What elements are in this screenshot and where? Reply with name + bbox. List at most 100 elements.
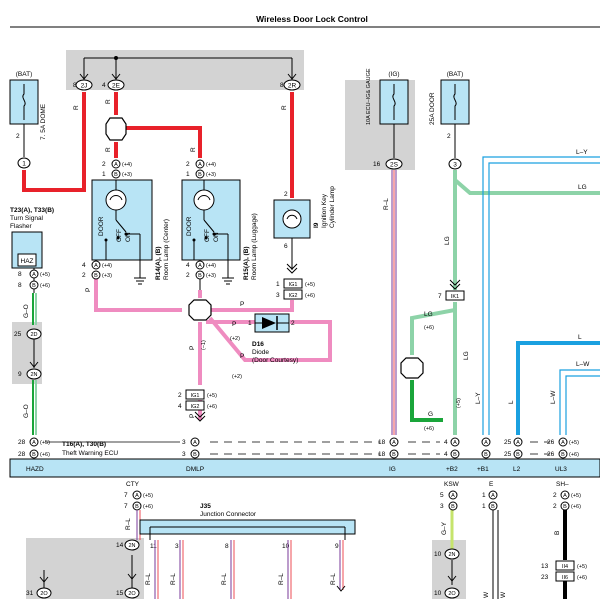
svg-text:(+5): (+5) [305,282,315,288]
jb-arrows [79,73,297,80]
svg-text:DMLP: DMLP [186,466,204,473]
label-lg-top: LG [578,184,587,191]
svg-text:9: 9 [335,543,339,550]
svg-text:7. 5A DOME: 7. 5A DOME [40,103,47,140]
svg-text:4: 4 [102,82,106,89]
svg-text:10: 10 [282,543,290,550]
junction-block-top [66,50,304,90]
fuse-door: (BAT) 25A DOOR 2 3 LG [429,71,470,245]
label-rl-j2: R–L [170,573,177,585]
svg-text:A: A [135,493,139,499]
svg-text:(+5): (+5) [569,440,579,446]
svg-text:2: 2 [102,161,106,168]
svg-text:(IG): (IG) [388,71,399,78]
svg-text:Room Lamp (Center): Room Lamp (Center) [163,219,170,280]
rl-wires [391,170,397,435]
svg-text:(+6): (+6) [571,504,581,510]
svg-text:B: B [32,452,36,458]
ig-connector-lower: 2 IG1 (+5) 4 IG2 (+6) [178,389,217,422]
svg-text:6: 6 [284,243,288,250]
light-blue-wires [482,156,600,435]
label-rl-j5: R–L [330,573,337,585]
svg-text:(BAT): (BAT) [447,71,464,78]
svg-text:8: 8 [18,282,22,289]
label-plus2-b: (+2) [232,374,242,380]
svg-text:(+5): (+5) [40,440,50,446]
room-lamp-center: 2 A (+4) 1 B (+3) DOOR OFF ON R14(A), (B… [82,159,170,292]
svg-text:IG2: IG2 [191,404,200,410]
svg-text:1: 1 [482,492,486,499]
bottom-wires [131,510,567,599]
svg-text:2: 2 [553,503,557,510]
svg-text:B: B [135,504,139,510]
svg-text:(+6): (+6) [207,404,217,410]
svg-text:A: A [198,162,202,168]
svg-text:2: 2 [284,191,288,198]
svg-text:A: A [193,440,197,446]
svg-text:25: 25 [504,451,512,458]
svg-text:(+4): (+4) [102,263,112,269]
svg-text:1: 1 [276,281,280,288]
svg-text:(+6): (+6) [40,452,50,458]
label-p-3: P [232,321,236,328]
label-rl-bottom: R–L [125,518,132,530]
svg-text:R14(A), (B): R14(A), (B) [155,246,162,280]
svg-text:B: B [392,452,396,458]
svg-text:A: A [561,440,565,446]
svg-text:Ignition Key: Ignition Key [321,193,328,228]
svg-text:(BAT): (BAT) [16,71,33,78]
arrow-j5 [336,585,346,592]
svg-text:B: B [193,452,197,458]
dashed-lines [45,441,550,455]
svg-text:DOOR: DOOR [98,216,105,236]
label-p-4: P [189,346,196,350]
svg-text:LG: LG [444,236,451,245]
svg-text:D16: D16 [252,341,264,348]
svg-text:2: 2 [82,272,86,279]
jb-conn-2r [283,79,301,91]
svg-text:14: 14 [116,542,124,549]
svg-text:7: 7 [124,503,128,510]
svg-text:2R: 2R [288,83,297,90]
svg-text:A: A [32,440,36,446]
svg-text:G–O: G–O [23,304,30,318]
label-lw-right: L–W [550,390,557,404]
svg-text:II4: II4 [562,564,568,570]
svg-text:IK1: IK1 [451,294,459,300]
svg-text:(+3): (+3) [122,172,132,178]
svg-text:2N: 2N [30,372,37,378]
svg-text:ON: ON [213,232,220,242]
red-wires [22,92,294,198]
svg-text:8: 8 [280,82,284,89]
turn-signal-flasher: T23(A), T33(B) Turn Signal Flasher HAZ 8… [10,207,54,318]
svg-text:26: 26 [547,451,555,458]
svg-text:B: B [451,504,455,510]
svg-text:7: 7 [124,492,128,499]
label-rl-j4: R–L [278,573,285,585]
svg-text:18: 18 [378,451,386,458]
svg-text:16: 16 [373,161,381,168]
svg-text:3: 3 [182,451,186,458]
label-ly-right: L–Y [475,392,482,404]
svg-text:B: B [94,273,98,279]
label-p-5: P [240,353,244,360]
svg-text:3: 3 [276,292,280,299]
svg-text:5: 5 [440,492,444,499]
svg-text:(+6): (+6) [577,575,587,581]
svg-text:(+5): (+5) [143,493,153,499]
svg-text:10: 10 [434,590,442,597]
svg-text:2N: 2N [448,552,455,558]
svg-text:10: 10 [434,551,442,558]
svg-text:IG: IG [389,466,396,473]
svg-text:2: 2 [447,133,451,140]
svg-text:A: A [484,440,488,446]
svg-text:1: 1 [186,171,190,178]
ecu-body [9,458,600,478]
svg-text:A: A [198,263,202,269]
wire-r-4: R [281,105,288,110]
svg-text:T16(A), T30(B): T16(A), T30(B) [62,441,106,448]
svg-text:4: 4 [444,439,448,446]
svg-text:Room Lamp (Luggage): Room Lamp (Luggage) [251,213,258,280]
svg-text:28: 28 [18,451,26,458]
svg-text:1: 1 [102,171,106,178]
